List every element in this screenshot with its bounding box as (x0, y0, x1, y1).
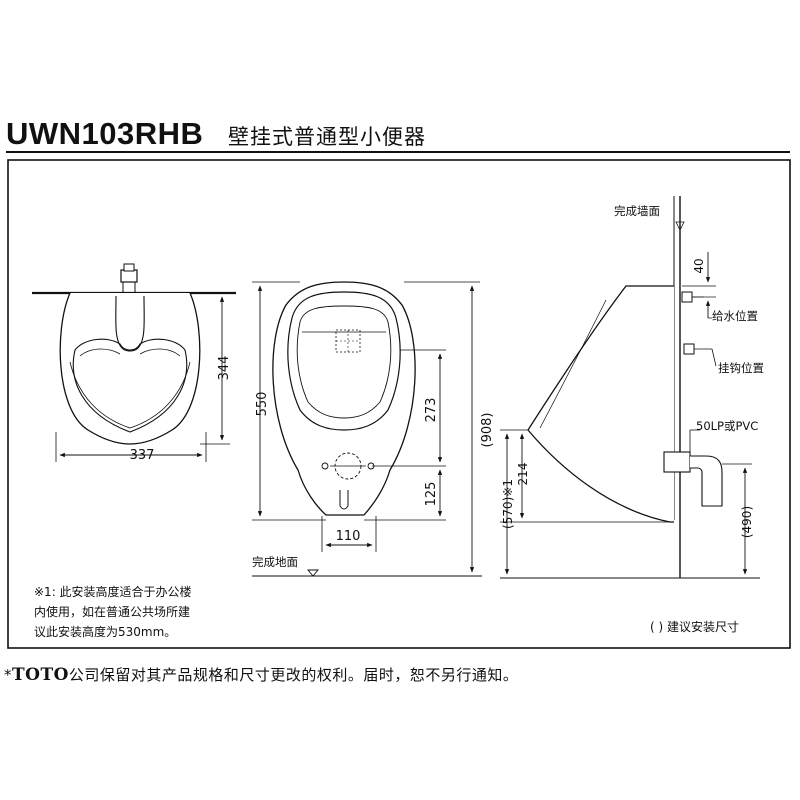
urinal-body (272, 281, 416, 516)
header: UWN103RHB 壁挂式普通型小便器 (6, 116, 796, 156)
legend-note: ( ) 建议安装尺寸 (650, 620, 739, 634)
top-view: 337 344 (32, 263, 236, 463)
hook (683, 343, 695, 355)
inlet-offset-dimension: 40 (692, 258, 706, 273)
footnote: ※1: 此安装高度适合于办公楼 内使用，如在普通公共场所建 议此安装高度为530… (34, 582, 192, 642)
bowl-interior (72, 338, 188, 433)
footnote-line-1: ※1: 此安装高度适合于办公楼 (34, 585, 192, 599)
overall-height-dimension: 550 (255, 392, 270, 417)
install-height-dimension: (908) (480, 413, 495, 448)
spreader (115, 295, 145, 352)
rim-height-dimension: 214 (516, 463, 530, 486)
disclaimer-prefix: * (4, 666, 12, 684)
pipe-label: 50LP或PVC (696, 419, 758, 433)
urinal-profile (527, 285, 674, 523)
floor-label: 完成地面 (252, 555, 298, 569)
wall-label: 完成墙面 (614, 204, 660, 218)
model-number: UWN103RHB (6, 116, 204, 151)
outlet-height-dimension: 125 (424, 482, 439, 507)
disclaimer-text: 公司保留对其产品规格和尺寸更改的权利。届时，恕不另行通知。 (68, 666, 519, 684)
bolt-hole-left (321, 462, 329, 470)
bowl-rim (287, 291, 401, 431)
hook-label: 挂钩位置 (718, 361, 764, 375)
drain-pipe (690, 455, 723, 507)
disclaimer: *TOTO公司保留对其产品规格和尺寸更改的权利。届时，恕不另行通知。 (4, 664, 518, 685)
drawing-frame (7, 159, 791, 649)
inlet-fitting (120, 269, 138, 283)
bottom-width-dimension: 110 (336, 529, 361, 544)
inlet-cap (123, 263, 135, 272)
width-dimension: 337 (130, 448, 155, 463)
product-title: 壁挂式普通型小便器 (228, 125, 426, 149)
trap-fitting (663, 451, 691, 473)
front-view: 550 273 125 110 (908) 完成地面 (252, 281, 495, 577)
inlet-fitting (681, 291, 693, 303)
footnote-line-3: 议此安装高度为530mm。 (34, 625, 177, 639)
bowl-outline (59, 292, 201, 445)
brand-name: TOTO (12, 665, 69, 685)
floor-to-rim-dimension: (570)※1 (501, 479, 515, 529)
bowl-inner (296, 305, 392, 419)
outlet-to-rim-dimension: 273 (424, 398, 439, 423)
footnote-line-2: 内使用，如在普通公共场所建 (34, 605, 191, 619)
depth-dimension: 344 (217, 356, 232, 381)
drain-height-dimension: (490) (740, 506, 754, 538)
side-view: 完成墙面 挂钩位置 40 给水位置 50LP或PVC (570)※1 (500, 196, 764, 579)
inlet-label: 给水位置 (712, 309, 758, 323)
